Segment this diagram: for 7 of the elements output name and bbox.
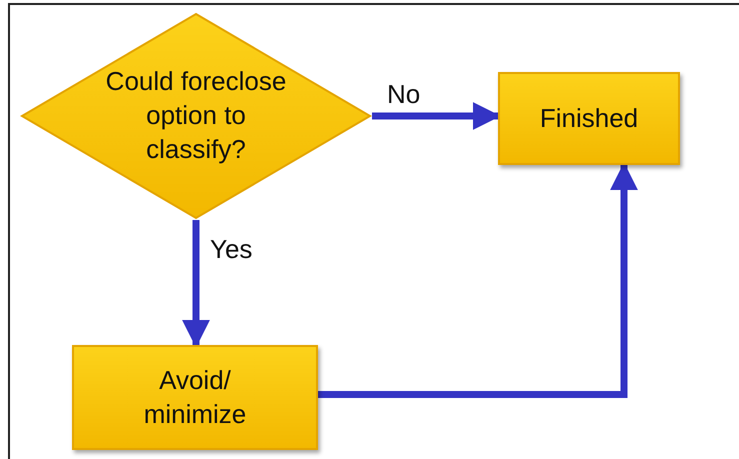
decision-diamond (20, 12, 372, 220)
process-box (72, 345, 318, 450)
arrow (182, 220, 210, 348)
node-label: Avoid/ minimize (142, 364, 248, 430)
process-box (498, 72, 680, 165)
node-label: Could foreclose option to classify? (104, 65, 288, 166)
node-label: Finished (540, 102, 638, 135)
